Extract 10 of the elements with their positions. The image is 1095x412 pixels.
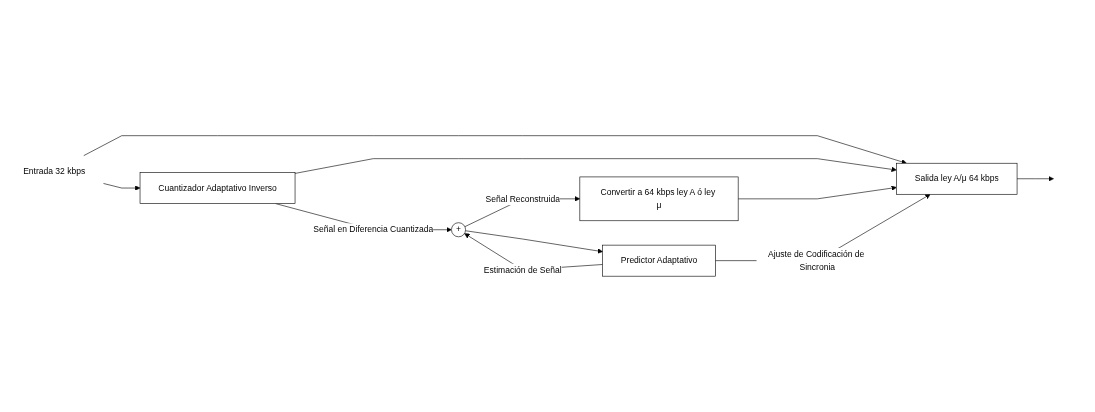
edge-label: Señal en Diferencia Cuantizada [313,224,434,235]
edge-label: Señal Reconstruida [485,193,560,204]
node-circle: + [451,222,466,238]
edge-label: Estimación de Señal [483,264,562,275]
node-box: Cuantizador Adaptativo Inverso [139,172,296,204]
node-box: Salida ley A/μ 64 kbps [896,162,1018,195]
node-box: Predictor Adaptativo [602,244,716,277]
edge-label: Ajuste de Codificación de Sincronia [768,249,865,272]
node-box: Convertir a 64 kbps ley A ó ley μ [579,176,739,222]
node-text: Entrada 32 kbps [23,165,86,176]
